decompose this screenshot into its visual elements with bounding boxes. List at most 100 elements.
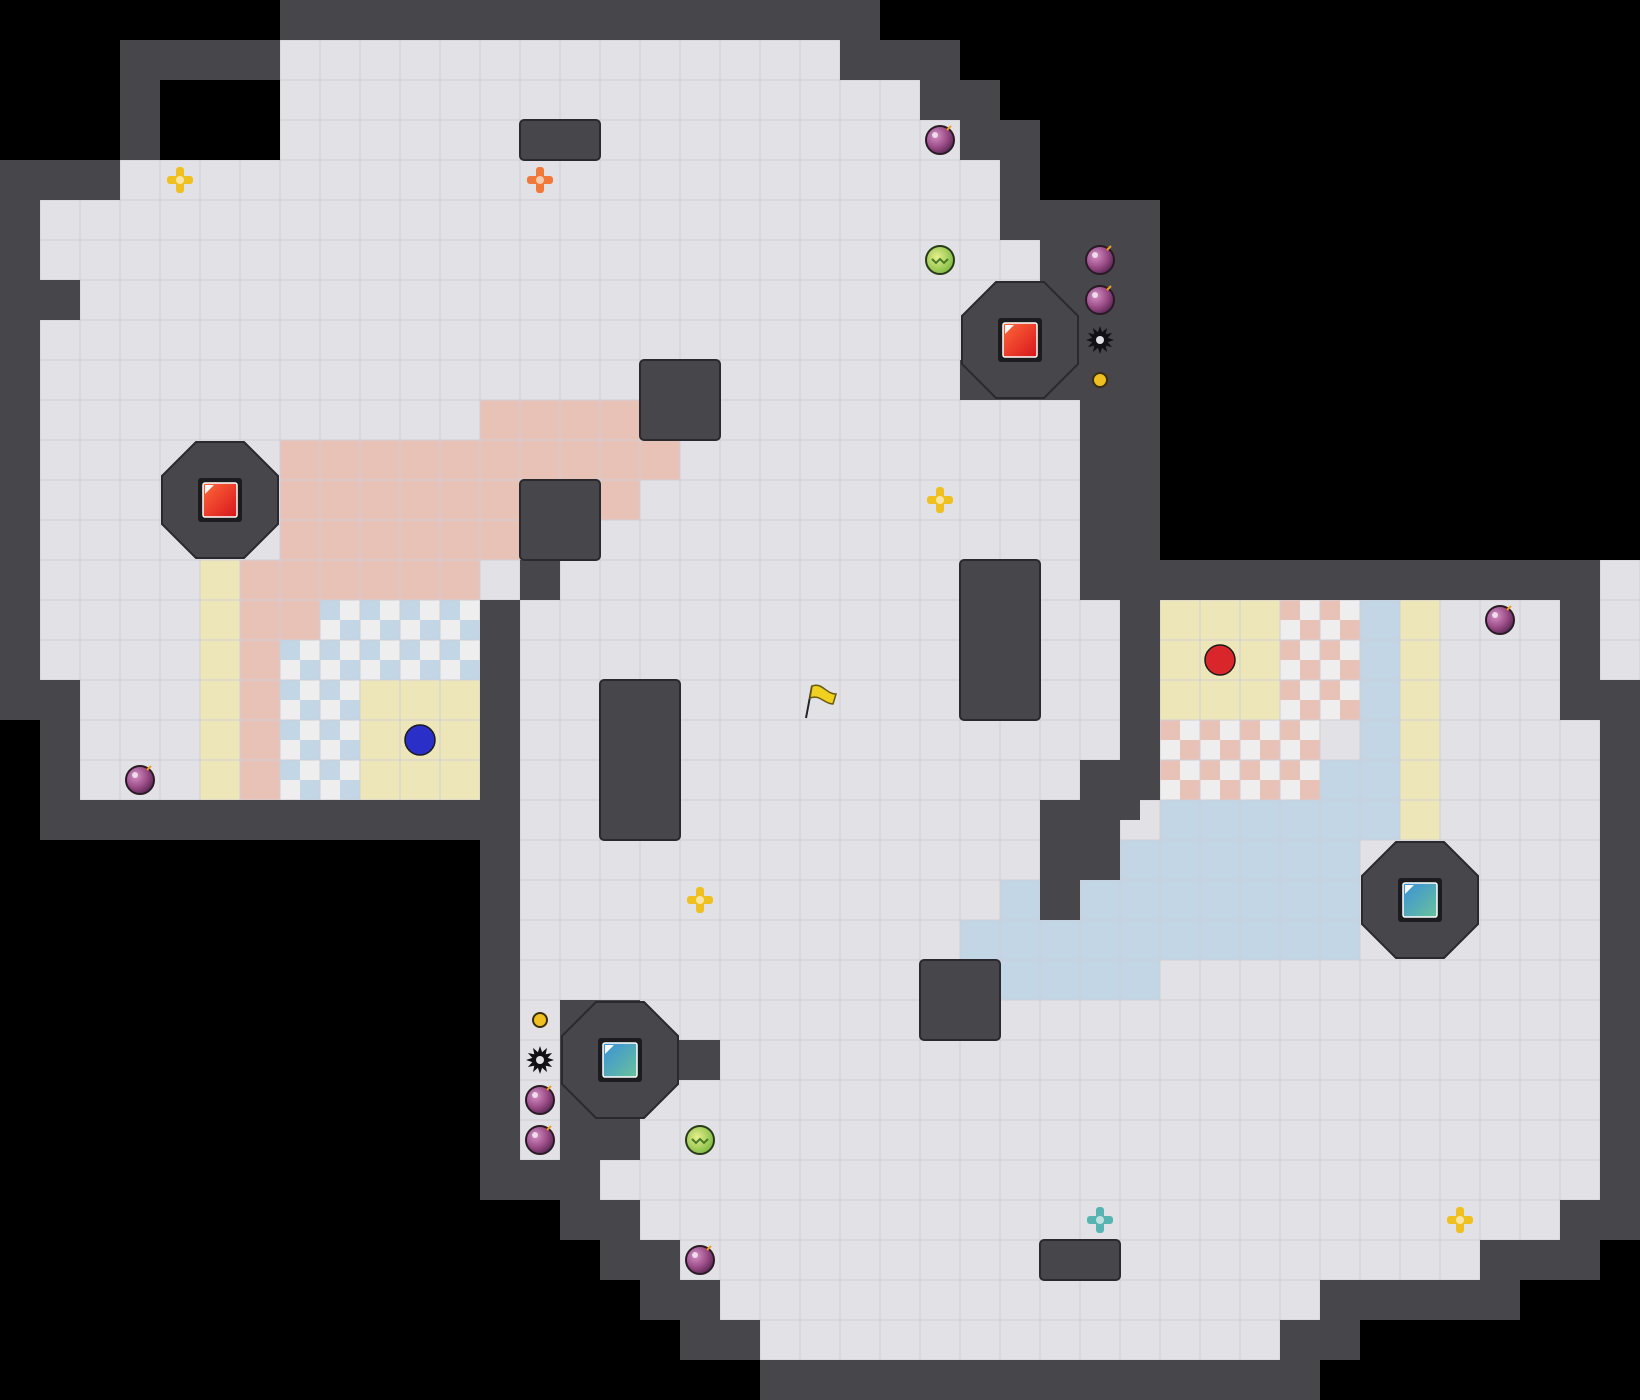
wall xyxy=(1560,680,1600,720)
bomb-icon xyxy=(1085,245,1115,275)
bomb-icon xyxy=(1085,285,1115,315)
cross-center xyxy=(536,176,544,184)
obstacle xyxy=(959,559,1041,721)
cross-center xyxy=(696,896,704,904)
spike-center xyxy=(536,1056,544,1064)
pod-highlight xyxy=(605,1045,614,1054)
wall xyxy=(640,1280,720,1320)
blue-pod-square xyxy=(602,1042,638,1078)
bomb-body xyxy=(1085,285,1115,315)
wall xyxy=(0,200,40,240)
bomb-body xyxy=(125,765,155,795)
pod-highlight xyxy=(1005,325,1014,334)
bomb-icon xyxy=(925,125,955,155)
wall xyxy=(920,80,1000,120)
spike-icon xyxy=(1086,326,1114,354)
obstacle xyxy=(599,679,681,841)
gate-button-icon xyxy=(1092,372,1108,388)
obstacle xyxy=(519,119,601,161)
bomb-fuse xyxy=(546,1085,552,1091)
red-pod-square xyxy=(1002,322,1038,358)
wall xyxy=(480,600,520,840)
obstacles-layer xyxy=(519,119,1121,1281)
wall xyxy=(1480,1240,1520,1320)
void xyxy=(880,0,1640,40)
bomb-body xyxy=(525,1125,555,1155)
red-spawn-pod xyxy=(161,441,279,559)
red-pod-square xyxy=(202,482,238,518)
pod-highlight xyxy=(1405,885,1414,894)
bomb-icon xyxy=(1485,605,1515,635)
players-layer xyxy=(404,644,1236,756)
bomb-icon xyxy=(125,765,155,795)
wall xyxy=(40,280,80,320)
obstacle xyxy=(919,959,1001,1041)
tagpro-powerup-icon xyxy=(927,487,953,513)
void xyxy=(0,840,480,1400)
void xyxy=(560,1240,600,1400)
cross-center xyxy=(936,496,944,504)
wall xyxy=(600,1240,680,1280)
bomb-body xyxy=(685,1245,715,1275)
void xyxy=(680,1360,760,1400)
bomb-shine xyxy=(1092,292,1098,298)
wall xyxy=(40,800,520,840)
wall xyxy=(1080,560,1600,600)
wall xyxy=(1560,1200,1640,1240)
void xyxy=(1320,1360,1640,1400)
spawn-pods-layer xyxy=(161,281,1479,1119)
bomb-shine xyxy=(532,1132,538,1138)
cross-center xyxy=(176,176,184,184)
wall xyxy=(480,840,520,1200)
tagpro-powerup-icon xyxy=(1087,1207,1113,1233)
wall xyxy=(1280,1320,1360,1360)
void xyxy=(960,40,1640,80)
blue-pod-square xyxy=(1402,882,1438,918)
cross-center xyxy=(1456,1216,1464,1224)
bomb-body xyxy=(925,125,955,155)
bomb-shine xyxy=(132,772,138,778)
wall xyxy=(560,1200,640,1240)
void xyxy=(0,720,40,800)
void xyxy=(0,0,120,120)
wall xyxy=(120,120,160,160)
wall xyxy=(1040,800,1080,920)
bomb-shine xyxy=(692,1252,698,1258)
bomb-fuse xyxy=(946,125,952,131)
red-player-ball xyxy=(1204,644,1236,676)
boost-icon xyxy=(685,1125,715,1155)
bomb-fuse xyxy=(1106,245,1112,251)
wall xyxy=(1120,600,1160,800)
neutral-flag-icon xyxy=(805,684,838,719)
cross-center xyxy=(1096,1216,1104,1224)
boost-arrows xyxy=(691,1137,709,1145)
wall xyxy=(1120,800,1140,820)
wall xyxy=(760,1360,1320,1400)
bomb-shine xyxy=(1092,252,1098,258)
items-layer xyxy=(125,125,1515,1275)
bomb-body xyxy=(1485,605,1515,635)
wall xyxy=(1600,680,1640,1200)
bomb-fuse xyxy=(706,1245,712,1251)
flag-layer xyxy=(805,684,838,719)
obstacle xyxy=(639,359,721,441)
bomb-shine xyxy=(1492,612,1498,618)
gate-button-icon xyxy=(532,1012,548,1028)
tagpro-powerup-icon xyxy=(527,167,553,193)
obstacle xyxy=(519,479,601,561)
wall xyxy=(1080,760,1120,880)
spike-icon xyxy=(526,1046,554,1074)
bomb-body xyxy=(525,1085,555,1115)
wall xyxy=(960,120,1040,160)
tagpro-powerup-icon xyxy=(167,167,193,193)
spike-center xyxy=(1096,336,1104,344)
blue-spawn-pod xyxy=(561,1001,679,1119)
blue-spawn-pod xyxy=(1361,841,1479,959)
bomb-body xyxy=(1085,245,1115,275)
wall xyxy=(120,80,160,120)
wall xyxy=(1320,1280,1480,1320)
tagpro-powerup-icon xyxy=(687,887,713,913)
